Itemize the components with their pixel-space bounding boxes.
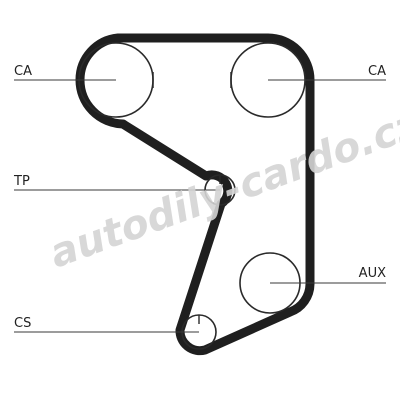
label-tp: TP [13,174,30,189]
watermark-text: autodily-cardo.cz [44,101,400,278]
label-ca-right: CA [368,64,386,79]
label-cs: CS [14,316,31,331]
label-aux: AUX [359,266,386,281]
label-ca-left: CA [14,64,32,79]
